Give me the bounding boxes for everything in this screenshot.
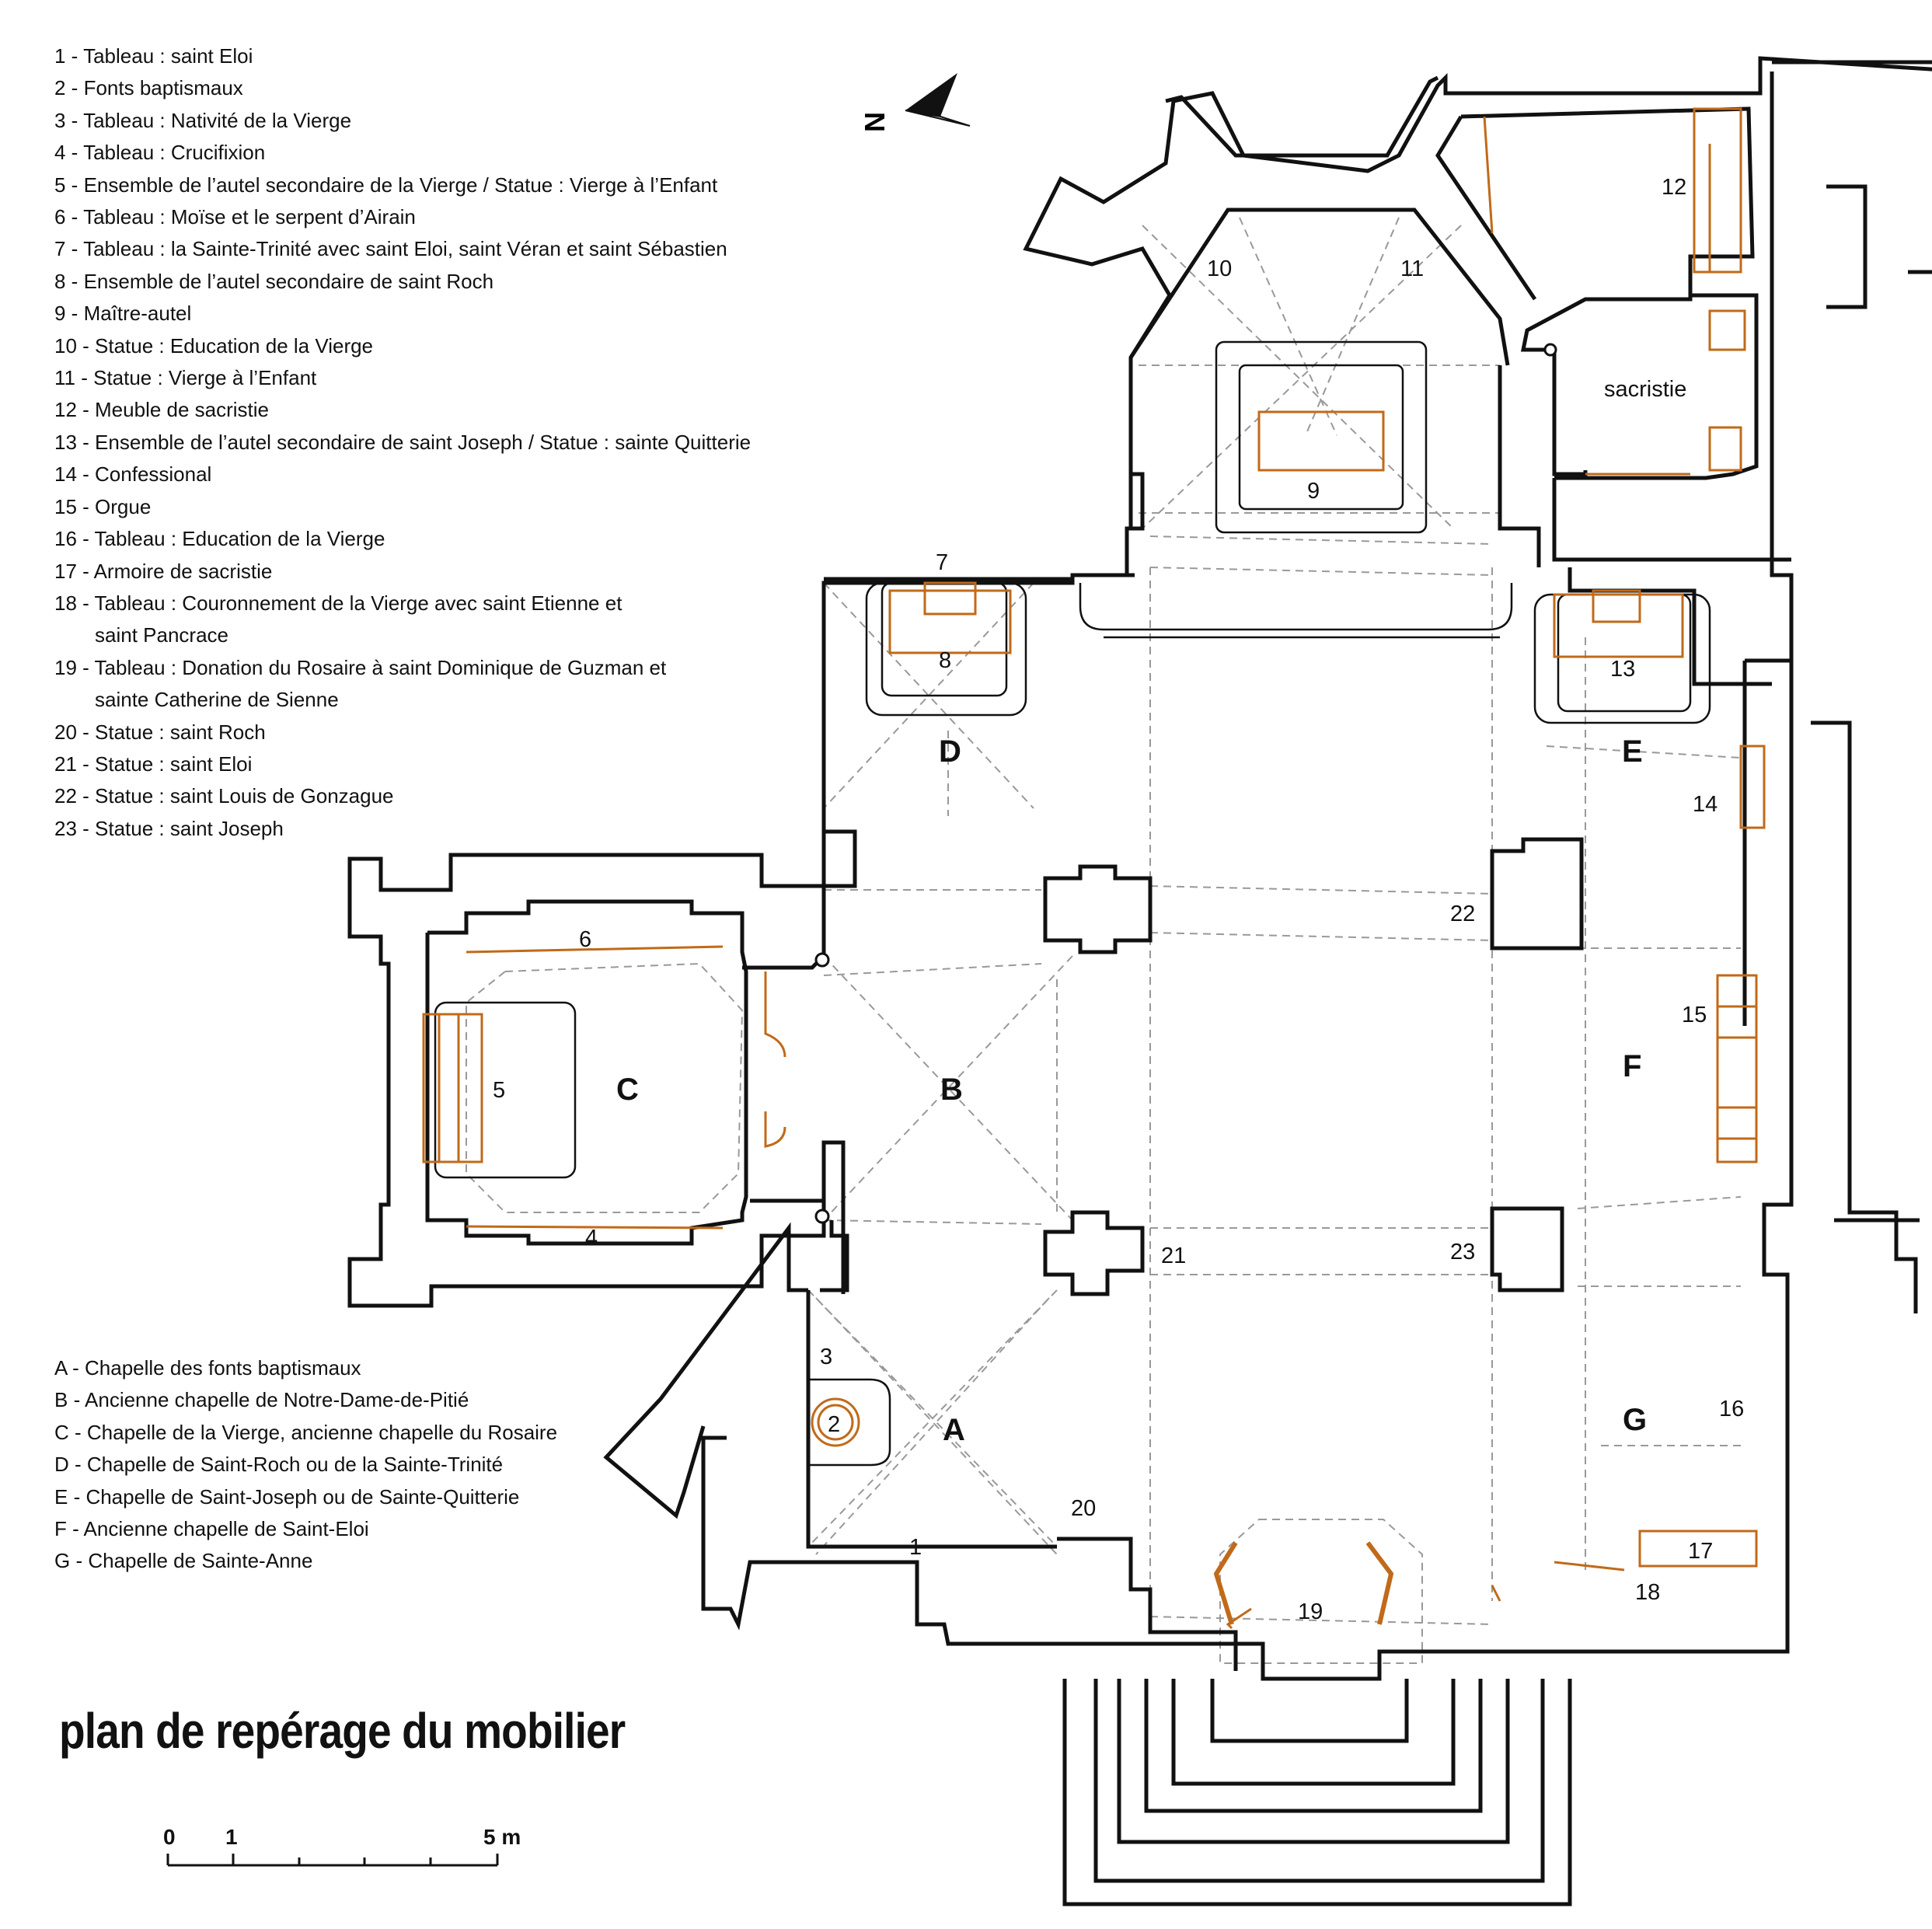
chapel-letter-d: D <box>939 734 961 769</box>
chapel-legend-item: B - Ancienne chapelle de Notre-Dame-de-P… <box>54 1388 469 1412</box>
page-title: plan de repérage du mobilier <box>59 1703 626 1759</box>
legend-item: 14 - Confessional <box>54 462 212 487</box>
plan-chapel-letters: A B C D E F G sacristie <box>616 377 1686 1447</box>
label-1: 1 <box>909 1535 922 1560</box>
chapel-legend-item: C - Chapelle de la Vierge, ancienne chap… <box>54 1420 558 1444</box>
legend-item: 6 - Tableau : Moïse et le serpent d’Aira… <box>54 205 416 229</box>
scale-label-one: 1 <box>225 1825 238 1849</box>
label-14: 14 <box>1693 792 1718 817</box>
legend-item: 10 - Statue : Education de la Vierge <box>54 333 374 358</box>
scale-bar <box>166 1854 499 1867</box>
plan-number-labels: 1 2 3 4 5 6 7 8 9 10 11 12 13 14 15 16 1… <box>493 175 1744 1624</box>
scale-label-five: 5 m <box>483 1825 521 1849</box>
furniture-items <box>422 107 1766 1630</box>
north-arrow-icon: N <box>859 73 971 132</box>
label-20: 20 <box>1071 1496 1096 1521</box>
label-11: 11 <box>1400 256 1424 281</box>
sacristie-label: sacristie <box>1604 377 1686 402</box>
chapel-letter-a: A <box>943 1413 965 1447</box>
legend-item: 9 - Maître-autel <box>54 302 192 326</box>
label-16: 16 <box>1719 1397 1744 1421</box>
legend-item: 23 - Statue : saint Joseph <box>54 816 284 840</box>
legend-item: 15 - Orgue <box>54 494 152 518</box>
chapel-legend-item: D - Chapelle de Saint-Roch ou de la Sain… <box>54 1453 504 1477</box>
legend-item: 3 - Tableau : Nativité de la Vierge <box>54 108 352 132</box>
label-2: 2 <box>828 1412 840 1437</box>
label-22: 22 <box>1450 902 1475 926</box>
legend-item: 18 - Tableau : Couronnement de la Vierge… <box>54 591 622 615</box>
label-19: 19 <box>1298 1599 1323 1624</box>
chapel-legend-item: A - Chapelle des fonts baptismaux <box>54 1356 361 1380</box>
legend-item-continued: sainte Catherine de Sienne <box>95 688 339 712</box>
legend-item: 21 - Statue : saint Eloi <box>54 752 253 776</box>
chapel-legend: A - Chapelle des fonts baptismaux B - An… <box>54 1352 557 1578</box>
label-4: 4 <box>585 1226 598 1251</box>
legend-item: 13 - Ensemble de l’autel secondaire de s… <box>54 430 752 454</box>
chapel-legend-item: G - Chapelle de Sainte-Anne <box>54 1549 313 1573</box>
legend-item: 19 - Tableau : Donation du Rosaire à sai… <box>54 655 667 679</box>
pillar-rings <box>814 343 1557 1224</box>
vault-lines <box>466 217 1742 1664</box>
walls <box>347 56 1932 1906</box>
legend-item: 20 - Statue : saint Roch <box>54 720 266 744</box>
label-5: 5 <box>493 1078 505 1103</box>
altar-frames <box>434 340 1711 1467</box>
label-21: 21 <box>1161 1244 1186 1268</box>
legend-item: 12 - Meuble de sacristie <box>54 398 270 422</box>
chapel-legend-item: E - Chapelle de Saint-Joseph ou de Saint… <box>54 1484 520 1509</box>
legend-item: 4 - Tableau : Crucifixion <box>54 141 266 165</box>
label-12: 12 <box>1662 175 1686 200</box>
legend-item: 16 - Tableau : Education de la Vierge <box>54 527 385 551</box>
label-7: 7 <box>936 550 948 575</box>
chapel-letter-c: C <box>616 1073 639 1107</box>
label-13: 13 <box>1610 657 1635 682</box>
legend-item: 5 - Ensemble de l’autel secondaire de la… <box>54 173 718 197</box>
legend-item-continued: saint Pancrace <box>95 623 228 647</box>
legend-item: 11 - Statue : Vierge à l’Enfant <box>54 366 317 390</box>
label-6: 6 <box>579 927 591 952</box>
label-10: 10 <box>1207 256 1232 281</box>
legend-item: 7 - Tableau : la Sainte-Trinité avec sai… <box>54 237 727 261</box>
chapel-letter-g: G <box>1623 1403 1647 1437</box>
legend-item: 22 - Statue : saint Louis de Gonzague <box>54 784 394 808</box>
label-9: 9 <box>1307 479 1320 504</box>
north-label: N <box>859 112 891 132</box>
legend-item: 2 - Fonts baptismaux <box>54 76 243 100</box>
label-15: 15 <box>1682 1003 1707 1027</box>
chapel-letter-b: B <box>940 1073 963 1107</box>
chapel-letter-e: E <box>1622 734 1643 769</box>
label-3: 3 <box>820 1345 832 1369</box>
chapel-legend-item: F - Ancienne chapelle de Saint-Eloi <box>54 1517 369 1541</box>
legend-item: 8 - Ensemble de l’autel secondaire de sa… <box>54 269 494 293</box>
scale-label-zero: 0 <box>163 1825 176 1849</box>
legend-item: 1 - Tableau : saint Eloi <box>54 44 253 68</box>
chapel-letter-f: F <box>1623 1049 1641 1083</box>
label-23: 23 <box>1450 1240 1475 1264</box>
legend-item: 17 - Armoire de sacristie <box>54 559 273 583</box>
furniture-legend: 1 - Tableau : saint Eloi 2 - Fonts bapti… <box>54 40 751 845</box>
label-18: 18 <box>1635 1580 1660 1605</box>
label-17: 17 <box>1688 1539 1713 1564</box>
label-8: 8 <box>939 648 951 673</box>
